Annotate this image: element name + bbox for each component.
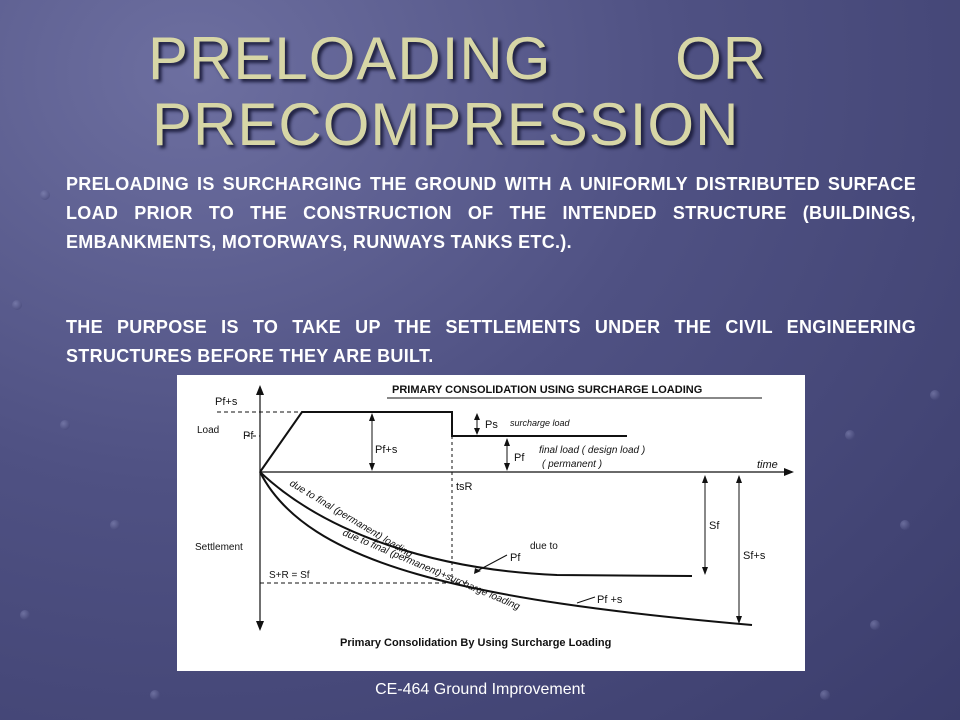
label-pf-axis: Pf <box>243 430 254 442</box>
pf-pointer <box>476 554 508 572</box>
label-sfs: Sf+s <box>743 550 766 562</box>
definition-paragraph: PRELOADING IS SURCHARGING THE GROUND WIT… <box>66 174 916 252</box>
background-dot <box>150 690 160 700</box>
figure-header: PRIMARY CONSOLIDATION USING SURCHARGE LO… <box>392 384 702 396</box>
label-load: Load <box>197 425 219 436</box>
background-dot <box>870 620 880 630</box>
figure-caption: Primary Consolidation By Using Surcharge… <box>340 637 611 649</box>
slide-title-line-2: PRECOMPRESSION <box>152 91 740 158</box>
arrow-head <box>736 616 742 624</box>
label-pfs-curve: Pf +s <box>597 594 623 606</box>
axis-arrow-up <box>256 385 264 395</box>
label-surcharge-load: surcharge load <box>510 418 571 428</box>
label-sr: S+R = Sf <box>269 570 310 581</box>
label-pfs-mid: Pf+s <box>375 444 398 456</box>
arrow-head <box>702 567 708 575</box>
label-pfs-axis: Pf+s <box>215 396 238 408</box>
axis-arrow-down <box>256 621 264 631</box>
arrow-head <box>474 413 480 420</box>
arrow-head <box>736 475 742 483</box>
settlement-curve-final <box>259 471 693 577</box>
purpose-paragraph: THE PURPOSE IS TO TAKE UP THE SETTLEMENT… <box>66 317 916 366</box>
label-settlement: Settlement <box>195 542 243 553</box>
background-dot <box>12 300 22 310</box>
label-time: time <box>757 459 778 471</box>
background-dot <box>40 190 50 200</box>
pfs-pointer <box>576 596 596 604</box>
settlement-curve-surcharge <box>259 471 753 626</box>
background-dot <box>900 520 910 530</box>
slide-footer: CE-464 Ground Improvement <box>375 681 585 698</box>
slide-title-line-1: PRELOADING OR <box>148 25 768 92</box>
consolidation-figure: PRIMARY CONSOLIDATION USING SURCHARGE LO… <box>177 375 805 671</box>
label-ps: Ps <box>485 419 498 431</box>
arrow-head <box>474 568 481 574</box>
label-due-to: due to <box>530 541 558 552</box>
label-pf-curve: Pf <box>510 552 521 564</box>
background-dot <box>60 420 70 430</box>
label-permanent: ( permanent ) <box>542 459 602 470</box>
label-pf-mid: Pf <box>514 452 525 464</box>
label-sf: Sf <box>709 520 720 532</box>
arrow-head <box>504 438 510 446</box>
arrow-head <box>504 463 510 471</box>
arrow-head <box>369 413 375 421</box>
label-final-load: final load ( design load ) <box>539 445 645 456</box>
time-axis-arrow <box>784 468 794 476</box>
background-dot <box>110 520 120 530</box>
arrow-head <box>702 475 708 483</box>
label-tsr: tsR <box>456 481 473 493</box>
load-curve <box>259 411 627 473</box>
arrow-head <box>369 463 375 471</box>
background-dot <box>845 430 855 440</box>
background-dot <box>820 690 830 700</box>
consolidation-diagram: PRIMARY CONSOLIDATION USING SURCHARGE LO… <box>195 384 794 649</box>
background-dot <box>930 390 940 400</box>
arrow-head <box>474 428 480 435</box>
background-dot <box>20 610 30 620</box>
